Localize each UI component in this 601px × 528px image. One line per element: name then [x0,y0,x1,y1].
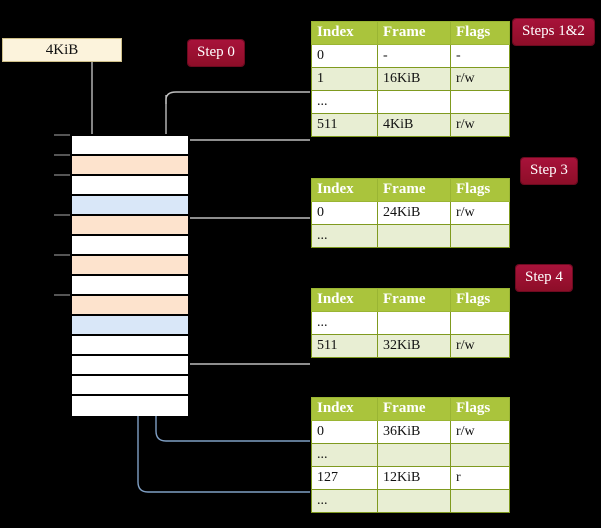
memory-frame-row [72,396,188,416]
table-column-header: Index [311,178,378,202]
table-cell: r/w [450,113,510,137]
memory-frame-row [72,156,188,176]
table-column-header: Flags [450,178,510,202]
table-row[interactable]: ... [311,489,510,513]
table-cell: ... [311,443,378,467]
memory-frame-row [72,336,188,356]
memory-frame-tick [54,214,70,216]
memory-frame-row [72,136,188,156]
table-cell: 0 [311,201,378,225]
table-cell [450,224,510,248]
memory-frame-row [72,276,188,296]
table-cell: 36KiB [377,420,451,444]
table-cell [377,90,451,114]
table-column-header: Flags [450,21,510,45]
table-cell [450,90,510,114]
step-badge-step4: Step 4 [516,265,572,291]
table-cell: - [450,44,510,68]
memory-frame-row [72,256,188,276]
memory-frame-tick [54,294,70,296]
wire-l1-in [165,91,310,104]
table-column-header: Frame [377,21,451,45]
memory-frame-tick [54,134,70,136]
wire-l2 [174,217,310,262]
memory-frame-row [72,236,188,256]
table-cell: ... [311,224,378,248]
virtual-address-label: 4KiB [45,41,79,58]
memory-frame-tick [54,154,70,156]
table-cell: 4KiB [377,113,451,137]
table-cell: 511 [311,113,378,137]
table-cell: r/w [450,420,510,444]
table-cell: 0 [311,420,378,444]
memory-frame-row [72,176,188,196]
table-row[interactable]: ... [311,443,510,467]
virtual-address-box: 4KiB [2,38,122,62]
table-column-header: Index [311,288,378,312]
table-cell: - [377,44,451,68]
table-cell [377,224,451,248]
table-cell: 16KiB [377,67,451,91]
table-cell [450,443,510,467]
table-cell: 127 [311,466,378,490]
table-cell [377,311,451,335]
step-badge-step0: Step 0 [188,40,244,66]
table-column-header: Flags [450,288,510,312]
table-row[interactable]: ... [311,90,510,114]
step-badge-step3: Step 3 [521,158,577,184]
table-cell: r/w [450,201,510,225]
table-cell: r/w [450,67,510,91]
table-column-header: Index [311,397,378,421]
table-cell [377,443,451,467]
memory-frame-tick [54,174,70,176]
table-cell [450,311,510,335]
memory-frame-row [72,196,188,216]
memory-frame-row [72,316,188,336]
table-cell: ... [311,489,378,513]
table-column-header: Index [311,21,378,45]
table-row[interactable]: ... [311,224,510,248]
table-cell: 511 [311,334,378,358]
table-cell: 24KiB [377,201,451,225]
table-column-header: Flags [450,397,510,421]
table-cell: r/w [450,334,510,358]
table-cell: ... [311,90,378,114]
table-row[interactable]: 0-- [311,44,510,68]
table-row[interactable]: ... [311,311,510,335]
memory-frame-row [72,216,188,236]
table-cell: 12KiB [377,466,451,490]
table-cell: 32KiB [377,334,451,358]
table-cell: ... [311,311,378,335]
step-badge-steps12: Steps 1&2 [513,19,594,45]
wire-l3 [170,308,310,365]
table-cell: 1 [311,67,378,91]
memory-frame-row [72,376,188,396]
physical-memory-column [70,134,190,416]
table-cell: r [450,466,510,490]
table-column-header: Frame [377,288,451,312]
table-column-header: Frame [377,397,451,421]
table-cell [450,489,510,513]
memory-frame-row [72,356,188,376]
memory-frame-tick [54,254,70,256]
table-column-header: Frame [377,178,451,202]
table-cell [377,489,451,513]
memory-frame-row [72,296,188,316]
table-cell: 0 [311,44,378,68]
